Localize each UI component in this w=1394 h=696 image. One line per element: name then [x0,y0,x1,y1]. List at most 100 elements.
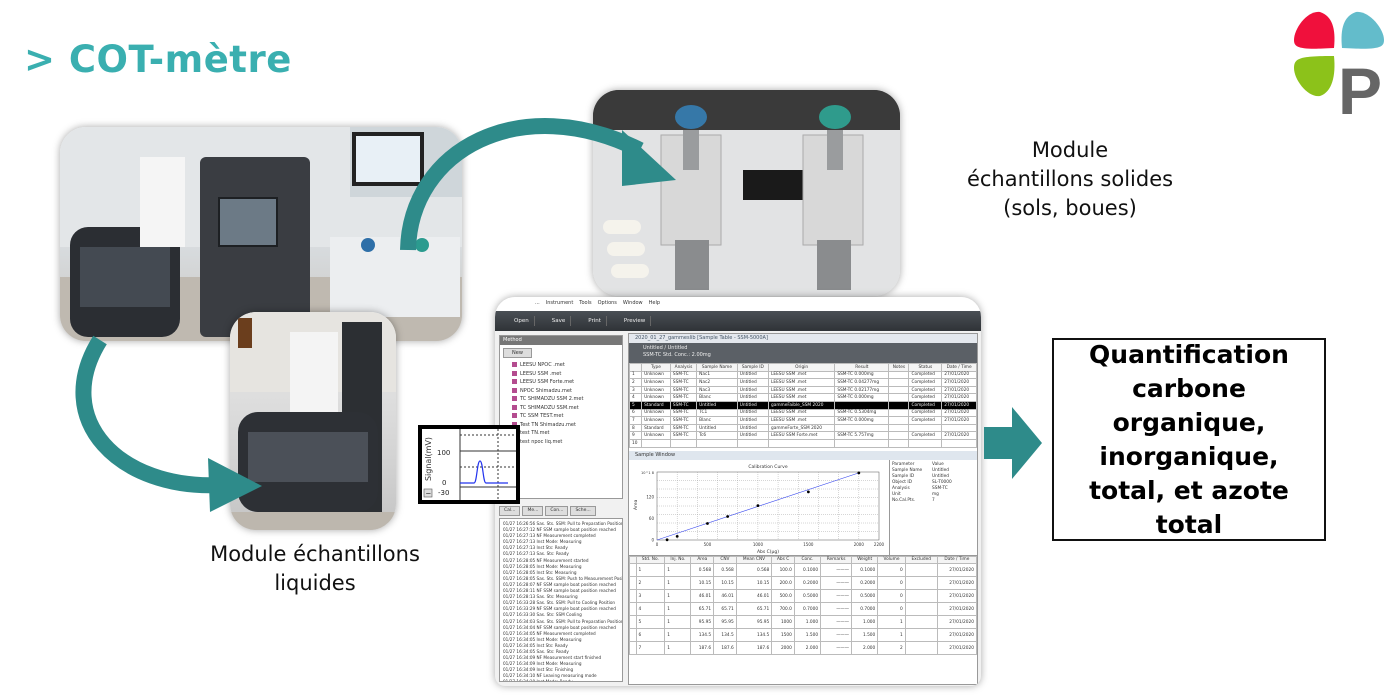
new-method-button[interactable]: New [503,348,532,358]
menu-item[interactable]: ... [535,300,540,306]
table-row[interactable]: 10 [628,438,977,448]
column-header[interactable]: Weight [851,555,879,565]
menu-item[interactable]: Options [597,300,617,306]
x-tick-label: 2000 [854,542,865,547]
table-cell: 1.000 [793,615,822,630]
table-cell: 27/01/2020 [941,370,977,380]
label-line: liquides [274,571,356,595]
method-item[interactable]: Test TN Shimadzu.met [512,421,622,430]
parameter-value: 7 [932,497,935,503]
tab-cal[interactable]: Cal... [499,506,521,516]
zoom-out-button[interactable] [423,488,433,498]
table-cell [888,438,910,448]
column-header[interactable]: Notes [888,363,910,372]
column-header[interactable]: Result [834,363,890,372]
table-cell: 0 [877,563,906,578]
method-item[interactable]: test TN.met [512,429,622,438]
tab-con[interactable]: Con... [545,506,569,516]
open-button[interactable]: Open [509,316,535,326]
column-header[interactable]: Origin [767,363,836,372]
column-header[interactable]: Volume [877,555,906,565]
x-tick-label: 1500 [803,542,814,547]
table-cell: 100.0 [771,563,795,578]
column-header[interactable]: Mean CNV [735,555,773,565]
method-item[interactable]: TC SSM TEST.met [512,412,622,421]
method-item[interactable]: LEESU SSM Forte.met [512,378,622,387]
table-cell: SSM-TC [669,408,698,418]
method-item[interactable]: TC SHIMADZU SSM 2.met [512,395,622,404]
log-line: 01/27 16:27:13 Inst Mode: Measuring [503,539,582,545]
method-item[interactable]: test npoc liq.met [512,438,622,447]
table-cell [888,423,910,433]
column-header[interactable]: Date / Time [936,555,978,565]
column-header[interactable] [628,363,643,372]
table-cell: SSM-TC 0.000mg [834,393,890,402]
table-cell: Completed [908,400,943,410]
column-header[interactable]: Status [908,363,943,372]
column-header[interactable]: Std. No. [635,555,666,565]
method-item[interactable]: LEESU SSM .met [512,370,622,379]
method-item[interactable]: TC SHIMADZU SSM.met [512,404,622,413]
log-line: 01/27 16:28:11 NF SSM sample boat positi… [503,588,616,594]
method-item[interactable]: LEESU NPOC .met [512,361,622,370]
menu-item[interactable]: Window [622,300,643,306]
table-cell [904,641,938,656]
column-header[interactable]: Excluded [904,555,938,565]
table-cell: 1 [664,641,692,656]
column-header[interactable]: Abs C [771,555,795,565]
calibration-point [756,503,760,507]
table-cell: Unknown [641,378,671,387]
table-cell: 1 [877,615,906,630]
column-header[interactable]: Conc. [793,555,822,565]
table-cell: Completed [908,408,943,418]
column-header[interactable]: Type [641,363,671,372]
table-cell: 46.01 [690,589,715,604]
column-header[interactable]: Remarks [820,555,853,565]
print-button[interactable]: Print [583,316,607,326]
menu-item[interactable]: Help [648,300,661,306]
column-header[interactable]: Inj. No. [664,555,692,565]
method-item[interactable]: NPOC Shimadzu.met [512,387,622,396]
menu-item[interactable]: Instrument [545,300,574,306]
info-line: Untitled / Untitled [643,345,688,351]
photo-solid-module [593,90,900,296]
table-cell: 46.01 [713,589,737,604]
table-cell: 0.1000 [793,563,822,578]
column-header[interactable]: Area [690,555,715,565]
column-header[interactable]: Date / Time [941,363,977,372]
tab-schedule[interactable]: Sche... [570,506,596,516]
log-line: 01/27 16:34:10 NF Leaving measuring mode [503,673,597,679]
column-header[interactable]: Sample Name [696,363,738,372]
table-cell: 1 [664,563,692,578]
table-cell: 4 [635,602,666,617]
menu-item[interactable]: Tools [579,300,592,306]
column-header[interactable]: Sample ID [736,363,769,372]
save-button[interactable]: Save [547,316,572,326]
column-header[interactable]: Analysis [669,363,698,372]
tab-method[interactable]: Me... [522,506,544,516]
column-header[interactable]: CNV [713,555,737,565]
preview-button[interactable]: Preview [619,316,652,326]
table-cell: ——— [820,628,853,643]
table-cell: 27/01/2020 [936,602,978,617]
